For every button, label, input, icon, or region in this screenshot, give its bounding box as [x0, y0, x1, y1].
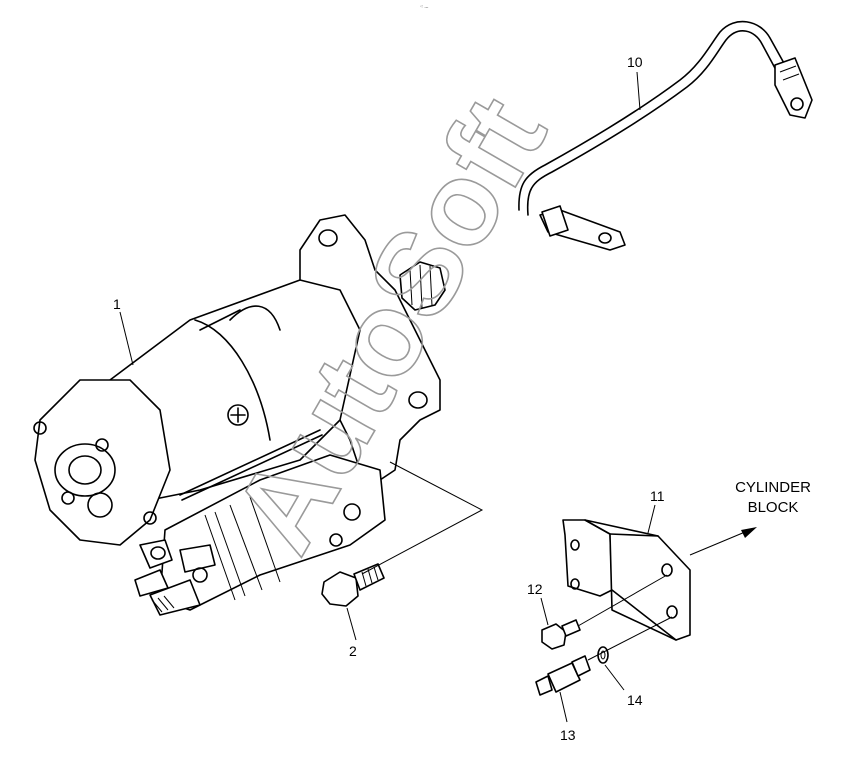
destination-label-line1: CYLINDER — [735, 479, 811, 496]
mounting-bracket — [562, 519, 691, 641]
leader-13 — [559, 691, 568, 723]
part-number-12: 12 — [527, 581, 543, 597]
bolt-leader-line — [577, 574, 668, 627]
direction-arrow — [689, 527, 757, 556]
battery-cable — [518, 20, 813, 251]
part-number-1: 1 — [113, 296, 121, 312]
part-number-10: 10 — [627, 54, 643, 70]
part-number-13: 13 — [560, 727, 576, 743]
leader-11 — [647, 504, 656, 534]
leader-2 — [346, 607, 357, 641]
starter-motor — [33, 214, 446, 616]
stud — [535, 655, 591, 696]
leader-10 — [636, 71, 641, 111]
bolt-leader-line — [361, 461, 484, 575]
part-number-11: 11 — [650, 488, 665, 504]
washer — [597, 646, 609, 664]
stud-leader-line — [587, 616, 673, 661]
leader-12 — [540, 597, 549, 626]
leader-14 — [604, 664, 625, 691]
bracket-bolt — [541, 619, 581, 650]
destination-label-line2: BLOCK — [748, 499, 799, 516]
corner-mark: ⁖ ... — [420, 4, 429, 10]
leader-1 — [119, 311, 134, 366]
mounting-bolt — [321, 563, 385, 607]
part-number-2: 2 — [349, 643, 357, 659]
part-number-14: 14 — [627, 692, 643, 708]
